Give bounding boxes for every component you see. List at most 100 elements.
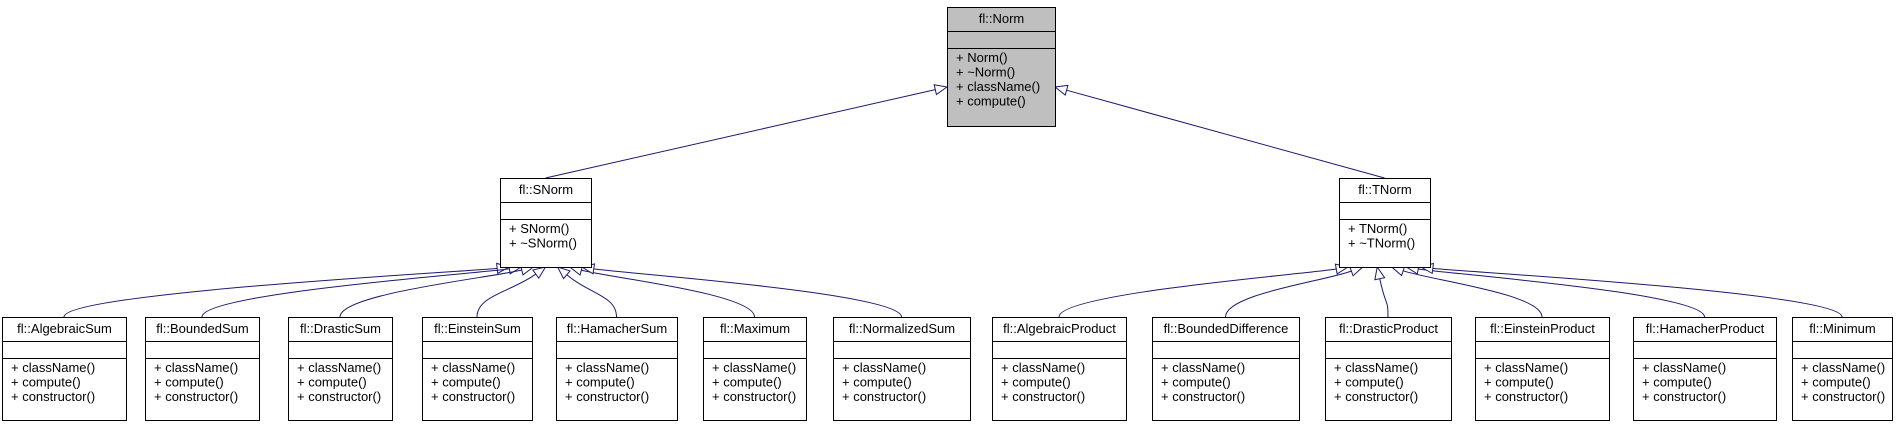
class-method: + constructor()	[1642, 389, 1726, 404]
inheritance-arrowhead-snorm	[933, 84, 949, 96]
class-method: + compute()	[956, 94, 1026, 109]
class-method: + className()	[956, 79, 1040, 94]
class-method: + constructor()	[1001, 389, 1085, 404]
inheritance-edge-maximum	[581, 269, 755, 318]
class-method: + ~TNorm()	[1348, 236, 1415, 251]
class-node-boundeddifference[interactable]: fl::BoundedDifference+ className()+ comp…	[1152, 317, 1300, 421]
class-method: + className()	[565, 360, 649, 375]
class-method: + compute()	[11, 375, 81, 390]
class-node-tnorm[interactable]: fl::TNorm+ TNorm()+ ~TNorm()	[1339, 178, 1431, 268]
class-method: + className()	[297, 360, 381, 375]
class-method: + compute()	[154, 375, 224, 390]
class-node-drasticsum[interactable]: fl::DrasticSum+ className()+ compute()+ …	[288, 317, 393, 421]
inheritance-edge-einsteinsum	[476, 273, 537, 318]
inheritance-edge-drasticproduct	[1379, 278, 1389, 318]
class-box	[145, 317, 260, 421]
inheritance-edge-drasticsum	[339, 269, 522, 318]
class-name: fl::DrasticProduct	[1339, 321, 1438, 336]
class-box	[1633, 317, 1777, 421]
class-node-minimum[interactable]: fl::Minimum+ className()+ compute()+ con…	[1792, 317, 1893, 421]
class-method: + className()	[712, 360, 796, 375]
inheritance-edge-minimum	[1432, 267, 1843, 318]
class-box	[288, 317, 393, 421]
inheritance-edge-algebraicproduct	[1058, 268, 1337, 318]
class-name: fl::AlgebraicSum	[17, 321, 112, 336]
class-box	[703, 317, 807, 421]
class-method: + constructor()	[154, 389, 238, 404]
class-name: fl::NormalizedSum	[849, 321, 955, 336]
class-method: + className()	[431, 360, 515, 375]
inheritance-edge-boundeddifference	[1225, 270, 1352, 318]
class-method: + className()	[154, 360, 238, 375]
class-method: + compute()	[1001, 375, 1071, 390]
class-method: + compute()	[1484, 375, 1554, 390]
class-node-boundedsum[interactable]: fl::BoundedSum+ className()+ compute()+ …	[145, 317, 260, 421]
class-method: + className()	[11, 360, 95, 375]
class-method: + compute()	[1161, 375, 1231, 390]
class-node-einsteinsum[interactable]: fl::EinsteinSum+ className()+ compute()+…	[422, 317, 533, 421]
class-box	[833, 317, 971, 421]
class-box	[422, 317, 533, 421]
class-method: + compute()	[712, 375, 782, 390]
class-method: + constructor()	[1801, 389, 1885, 404]
class-name: fl::SNorm	[519, 182, 573, 197]
class-method: + constructor()	[712, 389, 796, 404]
class-method: + compute()	[431, 375, 501, 390]
class-name: fl::Minimum	[1809, 321, 1875, 336]
class-method: + className()	[1161, 360, 1245, 375]
inheritance-edge-normalizedsum	[593, 268, 902, 318]
class-method: + ~Norm()	[956, 65, 1015, 80]
inheritance-edge-boundedsum	[201, 268, 510, 318]
class-name: fl::HamacherProduct	[1646, 321, 1765, 336]
class-method: + compute()	[1334, 375, 1404, 390]
class-method: + constructor()	[1161, 389, 1245, 404]
class-node-maximum[interactable]: fl::Maximum+ className()+ compute()+ con…	[703, 317, 807, 421]
class-method: + constructor()	[1484, 389, 1568, 404]
class-name: fl::HamacherSum	[567, 321, 667, 336]
class-box	[992, 317, 1127, 421]
class-method: + constructor()	[565, 389, 649, 404]
class-method: + compute()	[1801, 375, 1871, 390]
class-name: fl::Maximum	[720, 321, 790, 336]
class-method: + SNorm()	[509, 221, 569, 236]
class-node-algebraicsum[interactable]: fl::AlgebraicSum+ className()+ compute()…	[2, 317, 127, 421]
class-method: + TNorm()	[1348, 221, 1407, 236]
class-node-drasticproduct[interactable]: fl::DrasticProduct+ className()+ compute…	[1325, 317, 1452, 421]
class-method: + className()	[1001, 360, 1085, 375]
inheritance-edge-algebraicsum	[63, 267, 498, 318]
class-node-hamachersum[interactable]: fl::HamacherSum+ className()+ compute()+…	[556, 317, 678, 421]
class-node-snorm[interactable]: fl::SNorm+ SNorm()+ ~SNorm()	[500, 178, 592, 268]
class-node-algebraicproduct[interactable]: fl::AlgebraicProduct+ className()+ compu…	[992, 317, 1127, 421]
class-node-einsteinproduct[interactable]: fl::EinsteinProduct+ className()+ comput…	[1475, 317, 1610, 421]
inheritance-arrowhead-hamachersum	[556, 266, 571, 280]
class-method: + compute()	[842, 375, 912, 390]
inheritance-edge-snorm	[545, 89, 936, 179]
class-box	[556, 317, 678, 421]
class-name: fl::AlgebraicProduct	[1003, 321, 1116, 336]
class-box	[1475, 317, 1610, 421]
class-nodes: fl::Norm+ Norm()+ ~Norm()+ className()+ …	[2, 7, 1893, 421]
class-method: + className()	[1484, 360, 1568, 375]
inheritance-edge-hamachersum	[566, 274, 617, 318]
class-box	[2, 317, 127, 421]
class-box	[1325, 317, 1452, 421]
class-name: fl::BoundedDifference	[1164, 321, 1289, 336]
class-method: + className()	[842, 360, 926, 375]
inheritance-arrowhead-drasticproduct	[1374, 265, 1386, 281]
class-method: + Norm()	[956, 50, 1008, 65]
class-name: fl::BoundedSum	[156, 321, 249, 336]
class-box	[947, 7, 1056, 127]
class-node-hamacherproduct[interactable]: fl::HamacherProduct+ className()+ comput…	[1633, 317, 1777, 421]
inheritance-arrowhead-tnorm	[1053, 84, 1069, 96]
inheritance-edge-einsteinproduct	[1403, 270, 1543, 318]
class-method: + compute()	[565, 375, 635, 390]
class-method: + compute()	[297, 375, 367, 390]
inheritance-arrowhead-einsteinsum	[532, 266, 547, 280]
class-node-normalizedsum[interactable]: fl::NormalizedSum+ className()+ compute(…	[833, 317, 971, 421]
class-method: + className()	[1642, 360, 1726, 375]
class-method: + constructor()	[842, 389, 926, 404]
class-name: fl::DrasticSum	[300, 321, 381, 336]
class-method: + compute()	[1642, 375, 1712, 390]
class-node-norm[interactable]: fl::Norm+ Norm()+ ~Norm()+ className()+ …	[947, 7, 1056, 127]
